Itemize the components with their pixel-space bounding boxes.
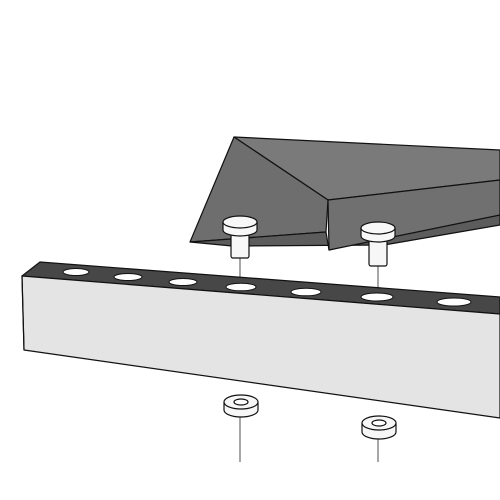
perforated-rail	[21, 261, 500, 419]
washer	[361, 415, 397, 440]
angled-bracket	[189, 136, 500, 251]
shoulder-bolt	[360, 221, 396, 267]
bolt-axis-lines	[239, 258, 379, 462]
rail-holes	[62, 268, 472, 307]
washer	[223, 394, 259, 418]
shoulder-bolt	[222, 215, 258, 259]
